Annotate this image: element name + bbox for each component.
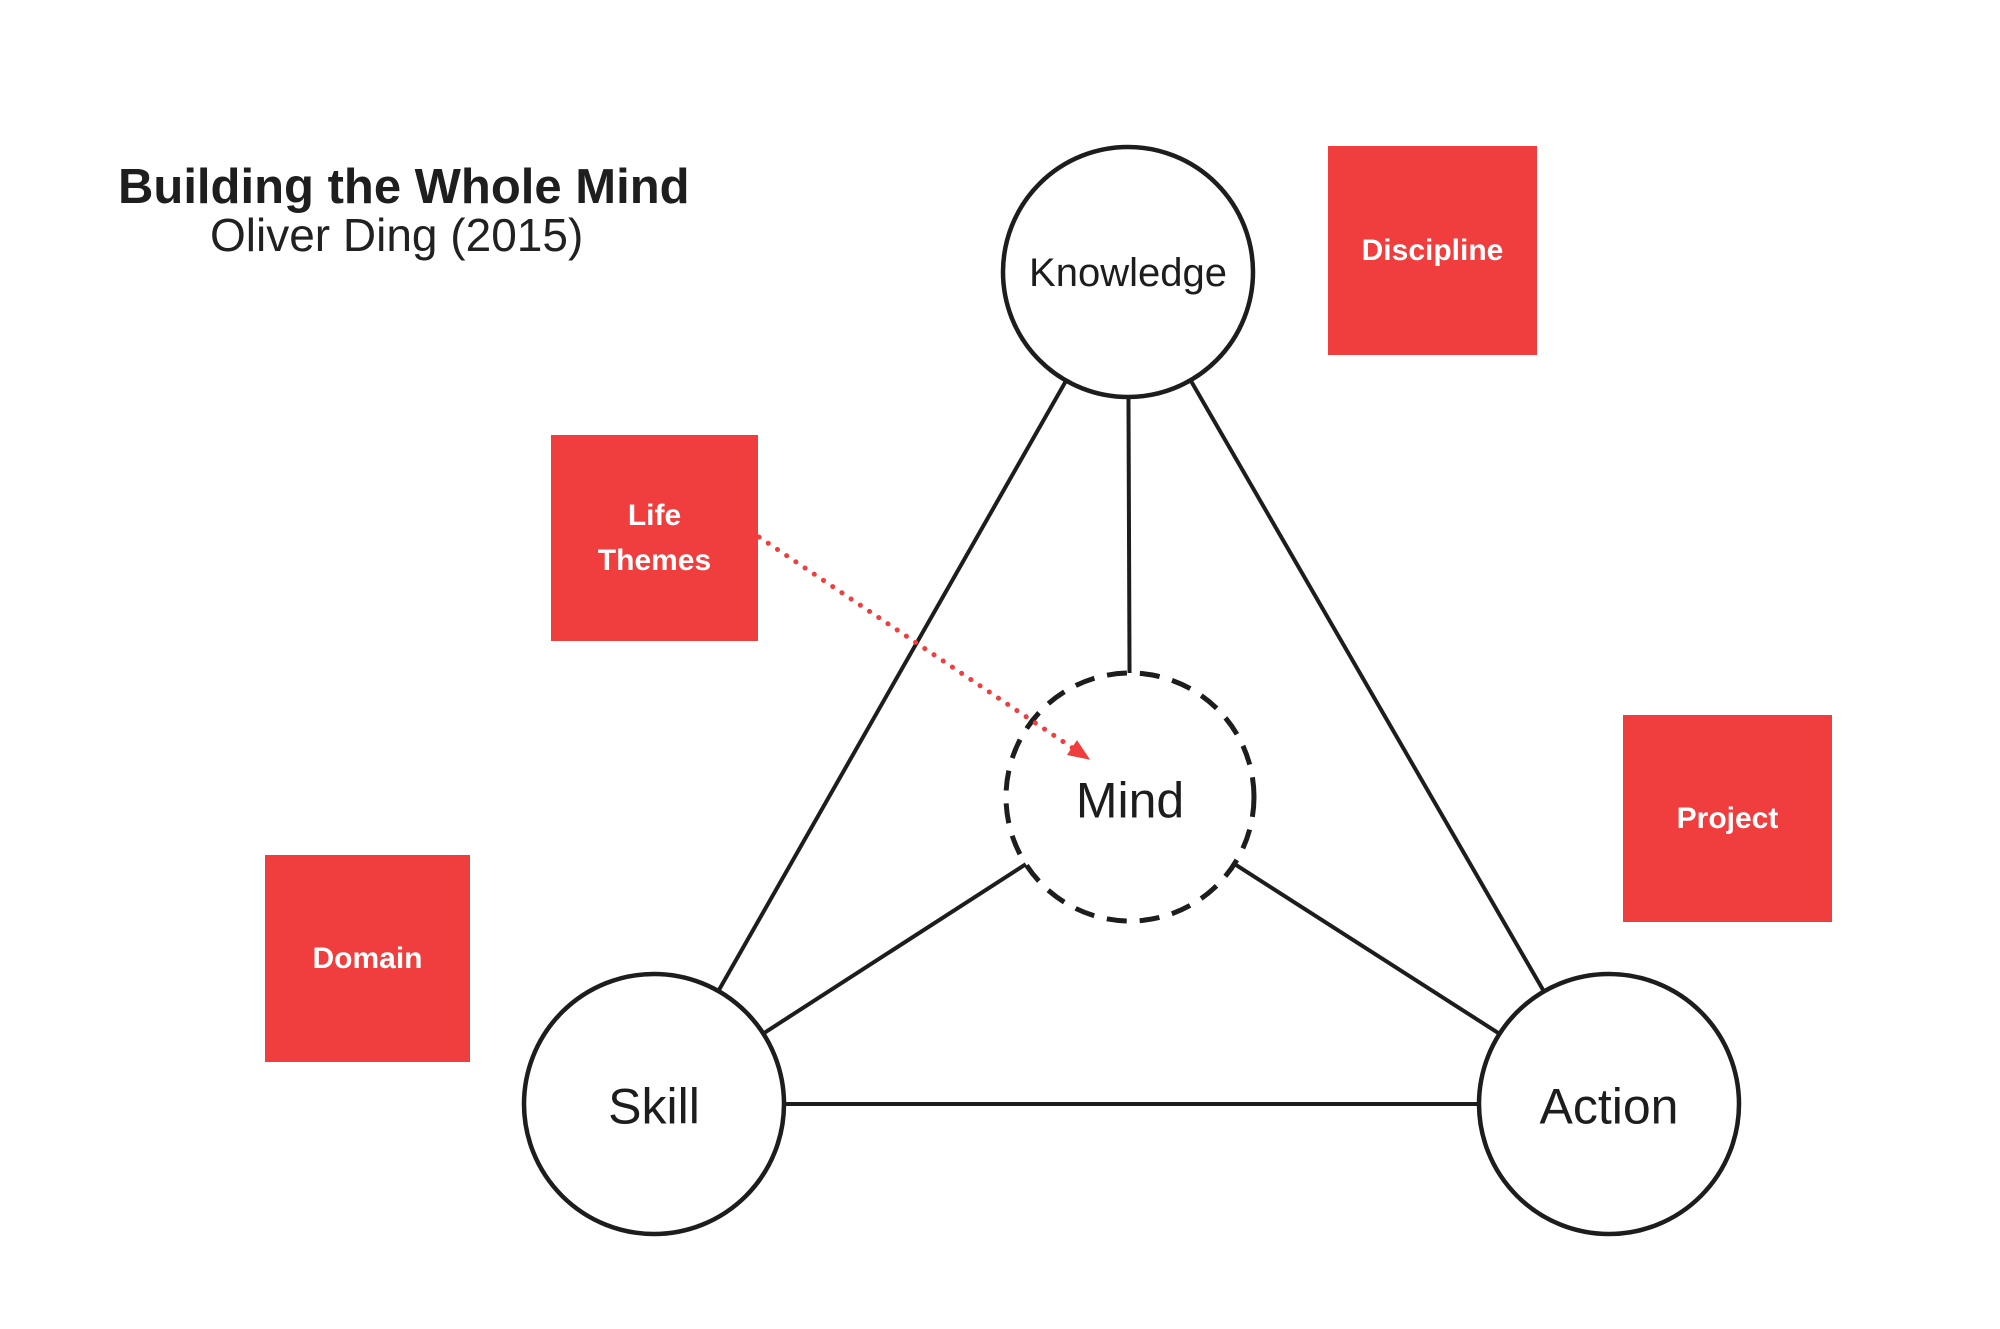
node-skill-circle[interactable] — [521, 971, 787, 1237]
card-discipline-label: Discipline — [1361, 234, 1504, 267]
page-subtitle: Oliver Ding (2015) — [210, 209, 584, 261]
card-discipline[interactable]: Discipline — [1328, 146, 1537, 355]
card-life-themes-line2: Themes — [597, 544, 712, 577]
edge-knowledge-action — [1126, 270, 1611, 1106]
card-life-themes-line1: Life — [627, 499, 682, 532]
card-life-themes[interactable]: Life Themes — [551, 435, 758, 641]
node-knowledge-label: Knowledge — [1029, 251, 1227, 295]
node-knowledge-circle[interactable] — [1000, 144, 1256, 400]
card-domain[interactable]: Domain — [265, 855, 470, 1062]
node-action-circle[interactable] — [1476, 971, 1742, 1237]
card-domain-label: Domain — [312, 942, 423, 975]
node-action-label: Action — [1540, 1079, 1679, 1135]
card-project-label: Project — [1676, 802, 1779, 835]
node-mind-label: Mind — [1076, 773, 1184, 829]
node-mind-circle[interactable] — [1003, 670, 1257, 924]
page-title: Building the Whole Mind — [118, 159, 690, 214]
life-themes-to-mind-arrow — [756, 534, 1091, 760]
card-project[interactable]: Project — [1623, 715, 1832, 922]
edge-knowledge-skill — [652, 271, 1130, 1105]
node-skill-label: Skill — [608, 1079, 700, 1135]
